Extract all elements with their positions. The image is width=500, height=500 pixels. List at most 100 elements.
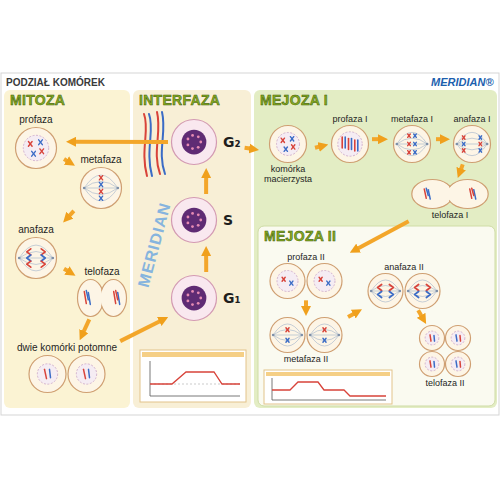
cell-drawing — [172, 120, 217, 165]
chromosome — [470, 189, 472, 198]
cell-cytoplasm — [79, 280, 103, 315]
chromatin-dot — [199, 297, 202, 300]
nucleus — [23, 135, 48, 160]
chromosome — [357, 140, 359, 151]
cell-membrane — [172, 276, 217, 321]
cell-stage: profaza — [8, 114, 64, 170]
chromatin-dot — [187, 294, 190, 297]
nucleus — [182, 130, 207, 155]
chromosome — [462, 136, 465, 139]
chromatin-dot — [186, 221, 189, 224]
spindle-fiber — [273, 324, 302, 335]
chromosome — [456, 335, 457, 341]
chromosome — [99, 196, 102, 200]
stage-arrow — [120, 320, 163, 341]
cell-stage: metafaza — [74, 154, 128, 210]
chromatin-strand — [149, 114, 152, 176]
cell-membrane — [270, 318, 305, 353]
spindle-fiber — [19, 251, 53, 257]
spindle-fiber — [408, 291, 437, 292]
graph-title-bar — [266, 372, 390, 376]
chromosome — [426, 188, 428, 195]
chromosome — [84, 369, 86, 378]
stage-label: anafaza — [18, 224, 54, 236]
stage-arrow — [67, 211, 74, 218]
spindle-fiber — [84, 187, 118, 188]
cell-stage: metafaza II — [264, 316, 348, 364]
spindle-fiber — [310, 324, 339, 335]
cell-membrane — [270, 264, 305, 299]
spindle-fiber — [408, 291, 437, 302]
stage-label: profaza II — [287, 252, 325, 262]
chromosome — [344, 137, 346, 148]
chromosome — [28, 141, 32, 146]
spindle-fiber — [408, 286, 437, 292]
stage-arrow — [82, 319, 89, 334]
chromosome — [116, 290, 118, 299]
spindle-fiber — [19, 258, 53, 264]
poster-title: PODZIAŁ KOMÓREK — [6, 77, 105, 88]
centriole — [338, 334, 341, 337]
chromosome — [99, 175, 102, 179]
chromosome — [462, 143, 465, 146]
chromosome — [430, 335, 431, 341]
panel-ground — [258, 226, 495, 406]
chromosome — [86, 290, 88, 299]
chromosome — [319, 278, 322, 282]
cell-membrane — [420, 326, 445, 351]
spindle-fiber — [84, 181, 118, 187]
centriole — [52, 256, 55, 259]
centriole — [407, 290, 410, 293]
chromosome — [462, 149, 465, 152]
cell-membrane — [68, 355, 105, 392]
centriole — [370, 290, 373, 293]
chromosome — [424, 189, 426, 198]
chromatin-dot — [197, 302, 200, 305]
cell-illustration — [410, 178, 490, 210]
cell-drawing — [270, 126, 307, 163]
chromosome — [323, 328, 326, 332]
chromatin-dot — [187, 216, 190, 219]
cell-membrane — [446, 352, 471, 377]
cell-illustration — [266, 316, 346, 354]
chromatin-dot — [191, 212, 194, 215]
nucleus — [277, 271, 298, 292]
graph-frame — [140, 350, 246, 402]
chromosome — [99, 189, 102, 193]
chromatin-strand — [144, 114, 147, 176]
chromosome — [408, 134, 411, 137]
spindle-fiber — [84, 188, 118, 201]
chromosome — [290, 281, 293, 285]
chromosome — [341, 137, 343, 148]
centriole — [301, 334, 304, 337]
cell-stage: komórka macierzysta — [261, 124, 315, 185]
chromosome — [459, 362, 461, 368]
chromosome — [389, 285, 393, 291]
chromosome — [84, 291, 86, 303]
chromosome — [286, 338, 289, 342]
stage-label: komórka macierzysta — [261, 164, 315, 185]
chromosome — [415, 285, 419, 291]
chromosome — [290, 137, 293, 141]
spindle-fiber — [397, 133, 427, 145]
chromatin-dot — [197, 146, 200, 149]
cell-illustration — [330, 124, 370, 164]
cell-stage: dwie komórki potomne — [8, 342, 126, 394]
cell-stage: G₁ — [170, 274, 243, 322]
panel-heading: MEJOZA II — [258, 226, 495, 244]
centriole — [426, 143, 429, 146]
cell-illustration — [14, 126, 58, 170]
chromosome — [479, 143, 482, 146]
nucleus — [182, 208, 207, 233]
chromosome — [414, 151, 417, 154]
stage-arrow — [436, 137, 444, 141]
chromosome — [408, 143, 411, 146]
chromosome — [40, 148, 44, 153]
chromosome — [281, 138, 284, 142]
stage-label: dwie komórki potomne — [17, 342, 117, 354]
stage-panel: MEJOZA Ikomórka macierzystaprofaza Imeta… — [254, 90, 497, 408]
